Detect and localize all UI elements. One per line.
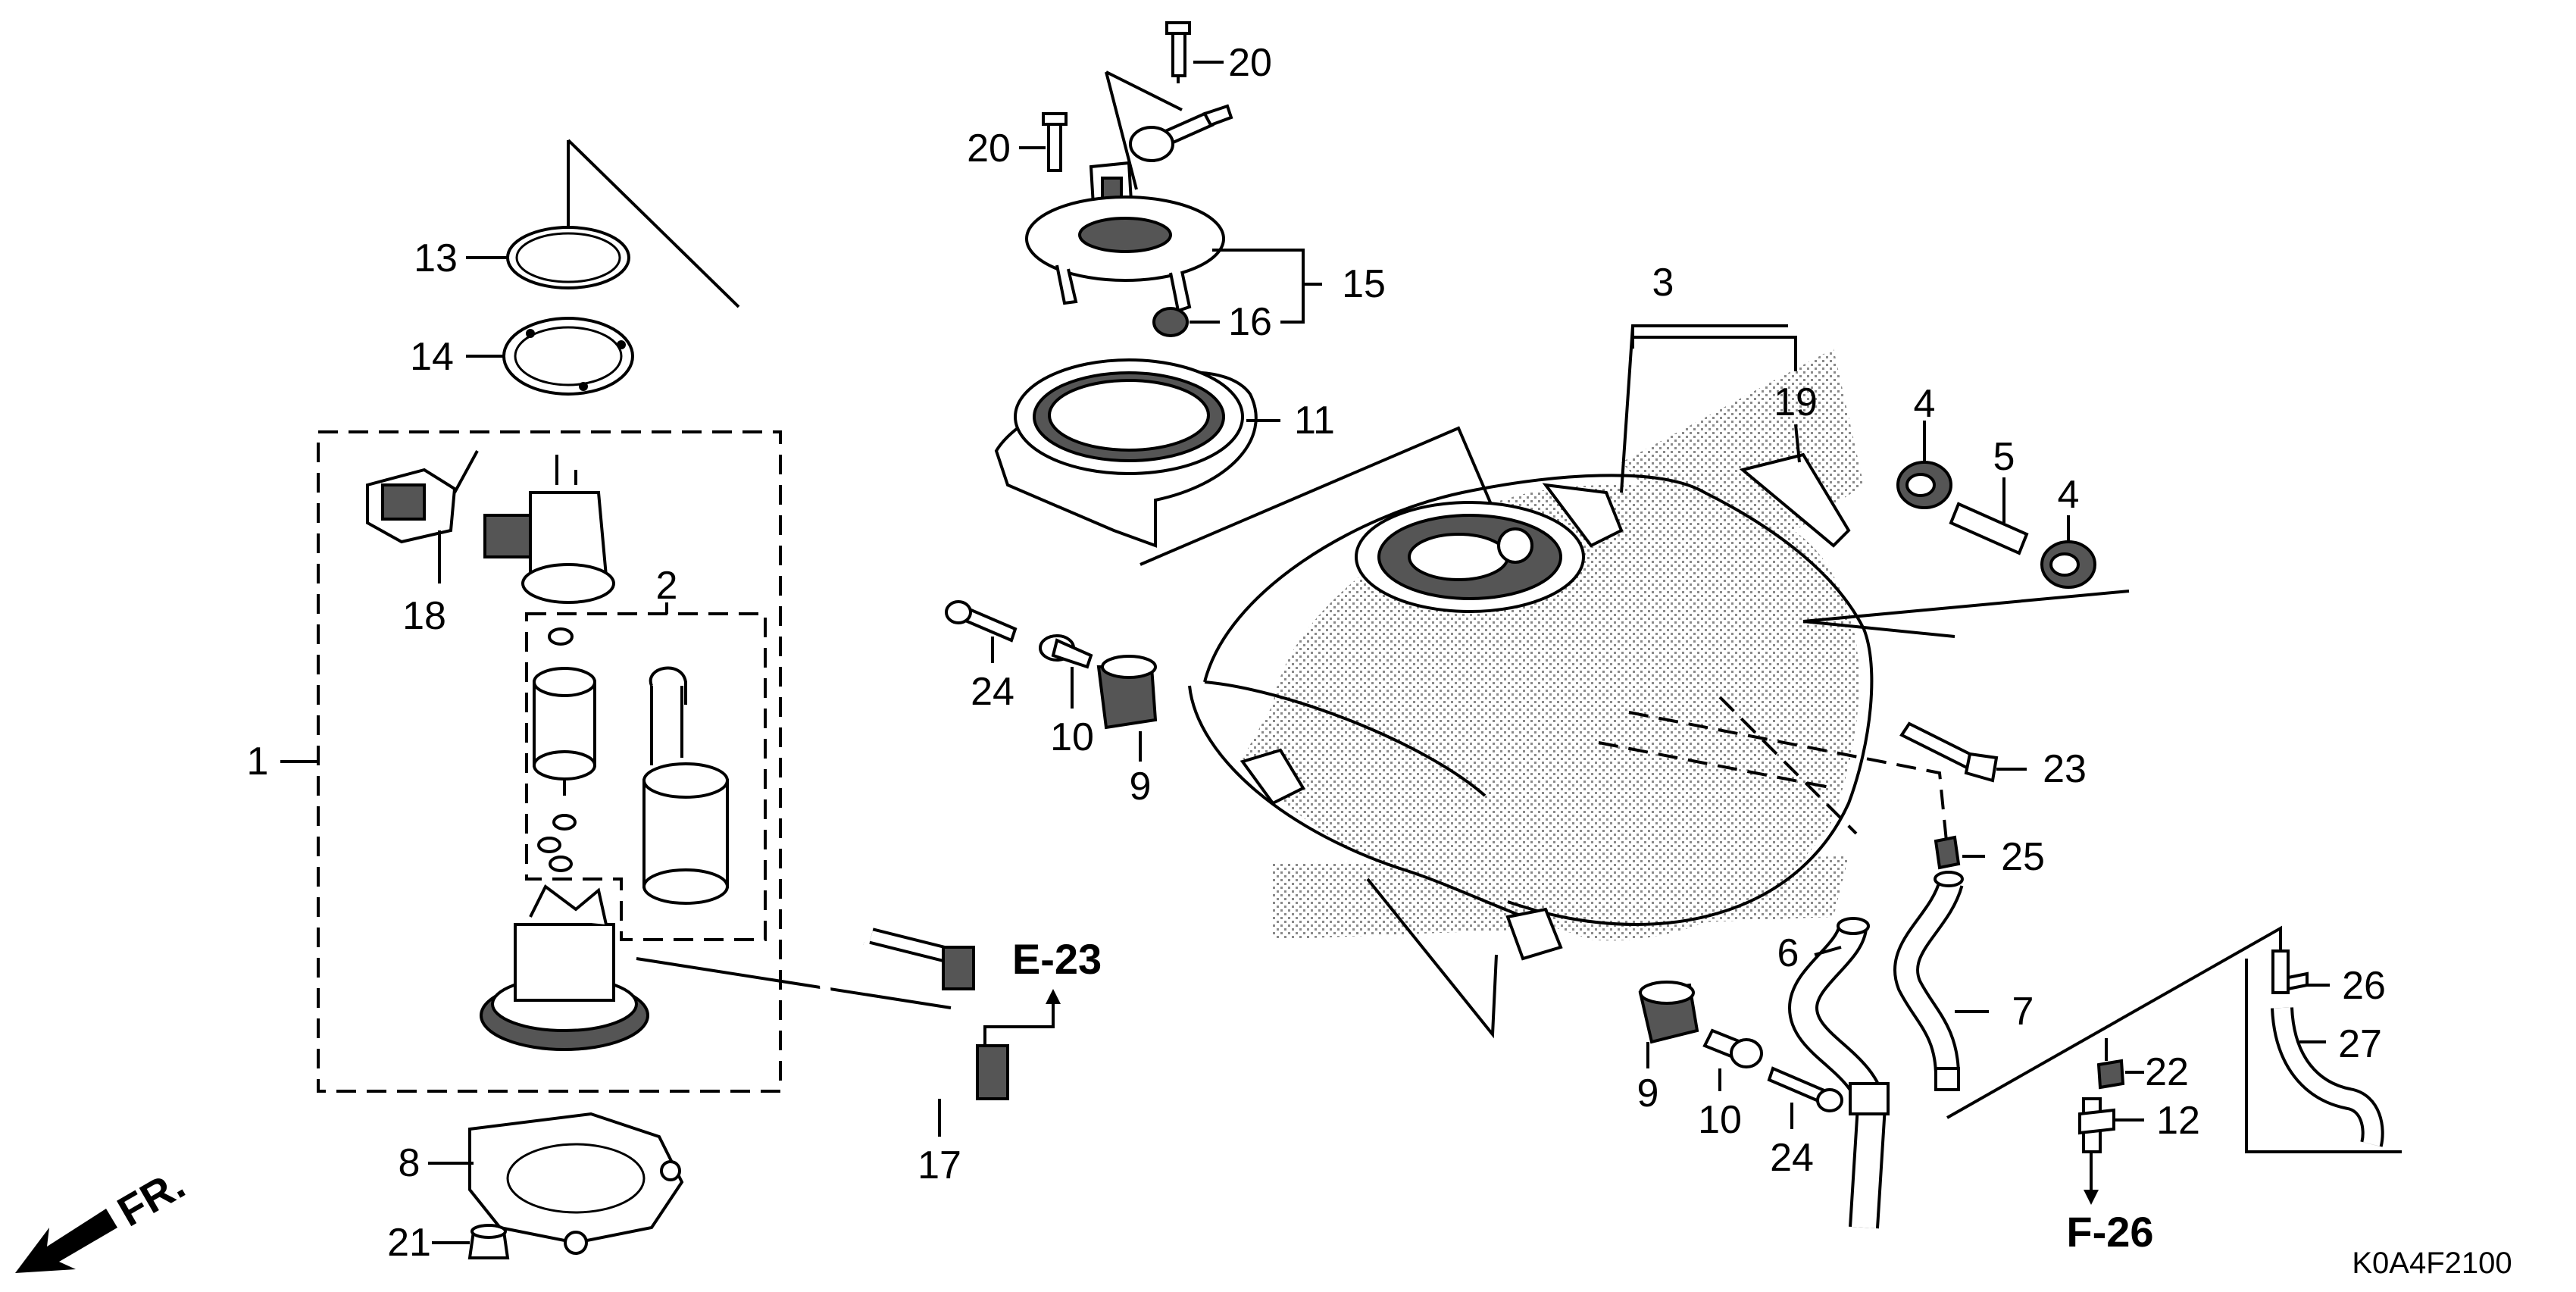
nut-part — [467, 1224, 510, 1259]
callout-15: 15 — [1342, 262, 1386, 306]
callout-4-left: 4 — [1914, 382, 1936, 426]
callout-25: 25 — [2001, 835, 2045, 879]
collar-tube-part — [1949, 502, 2029, 555]
callout-3: 3 — [1652, 261, 1674, 305]
callout-26: 26 — [2342, 964, 2386, 1008]
callout-22: 22 — [2145, 1050, 2189, 1094]
front-direction-arrow-icon — [15, 1209, 117, 1273]
reference-f26: F-26 — [2066, 1208, 2153, 1256]
drawing-code: K0A4F2100 — [2352, 1247, 2512, 1280]
tank-mount-bolt-part — [1899, 721, 1999, 783]
pump-top-assembly-part — [483, 455, 615, 604]
callout-12: 12 — [2156, 1099, 2200, 1143]
fuel-cap-ring-part — [1025, 196, 1225, 313]
tank-cover-plate-part — [1739, 452, 1851, 548]
cap-bolt-part — [1165, 21, 1191, 77]
callout-13: 13 — [414, 236, 458, 280]
callout-16: 16 — [1228, 300, 1272, 344]
callout-7: 7 — [2012, 990, 2034, 1034]
ignition-key-part — [1129, 104, 1233, 162]
fuel-unit-connector-part — [366, 450, 479, 544]
callout-21: 21 — [387, 1221, 431, 1265]
front-marker-label: FR. — [110, 1160, 193, 1236]
callout-24-lower: 24 — [1770, 1136, 1814, 1180]
damper-rubber-part — [2040, 540, 2096, 589]
hose-clip-part — [2096, 1059, 2125, 1090]
callout-6: 6 — [1777, 931, 1799, 975]
collar-washer-part — [1702, 1028, 1763, 1068]
reference-e23: E-23 — [1012, 935, 1102, 983]
grommet-part — [1152, 307, 1189, 337]
callout-11: 11 — [1294, 399, 1335, 443]
fuel-pump-assembly-group — [280, 139, 782, 1259]
callout-4-right: 4 — [2058, 473, 2080, 517]
callout-14: 14 — [410, 335, 454, 379]
hose-part — [2271, 1007, 2384, 1147]
fuel-filter-part — [642, 666, 729, 905]
filler-ring-part — [994, 358, 1258, 548]
gasket-ring-part — [506, 226, 630, 289]
callout-10-lower: 10 — [1698, 1098, 1742, 1142]
joint-fitting-part — [2078, 1097, 2115, 1153]
damper-rubber-part — [1896, 461, 1952, 509]
callout-5: 5 — [1993, 435, 2015, 479]
callout-19: 19 — [1774, 380, 1818, 424]
callout-20-lower: 20 — [967, 127, 1011, 170]
damper-rubber-part — [1638, 981, 1699, 1044]
retaining-ring-part — [502, 317, 634, 396]
callout-24-upper: 24 — [971, 670, 1014, 714]
fuel-feed-hose-part — [636, 928, 1009, 1100]
callout-8: 8 — [399, 1141, 420, 1185]
callout-18: 18 — [402, 594, 446, 638]
mount-bolt-part — [1767, 1066, 1843, 1112]
mounting-plate-part — [468, 1112, 684, 1255]
callout-labels: 1 2 3 4 4 5 6 7 8 9 9 10 10 11 12 13 14 … — [247, 41, 2386, 1265]
callout-10-upper: 10 — [1050, 715, 1094, 759]
callout-23: 23 — [2043, 747, 2087, 791]
fuel-tank-part — [1188, 324, 2130, 1039]
fuel-cap-assembly-group — [994, 21, 1505, 566]
callout-9-lower: 9 — [1637, 1071, 1659, 1115]
callout-27: 27 — [2338, 1022, 2382, 1066]
pump-base-part — [480, 884, 649, 1051]
drain-hose-part — [1787, 917, 1890, 1229]
collar-washer-part — [1039, 634, 1093, 669]
callout-1: 1 — [247, 740, 269, 784]
mount-bolt-part — [945, 600, 1018, 643]
callout-9-upper: 9 — [1130, 765, 1152, 809]
breather-hose-part — [1893, 871, 1964, 1091]
fuel-pump-motor-part — [533, 627, 596, 872]
cap-bolt-part — [1042, 112, 1068, 172]
fitting-part — [2271, 949, 2309, 994]
callout-2: 2 — [656, 564, 678, 608]
hose-clip-part — [1934, 835, 1961, 870]
callout-17: 17 — [918, 1143, 961, 1187]
callout-20-upper: 20 — [1228, 41, 1272, 85]
damper-rubber-part — [1096, 655, 1158, 730]
